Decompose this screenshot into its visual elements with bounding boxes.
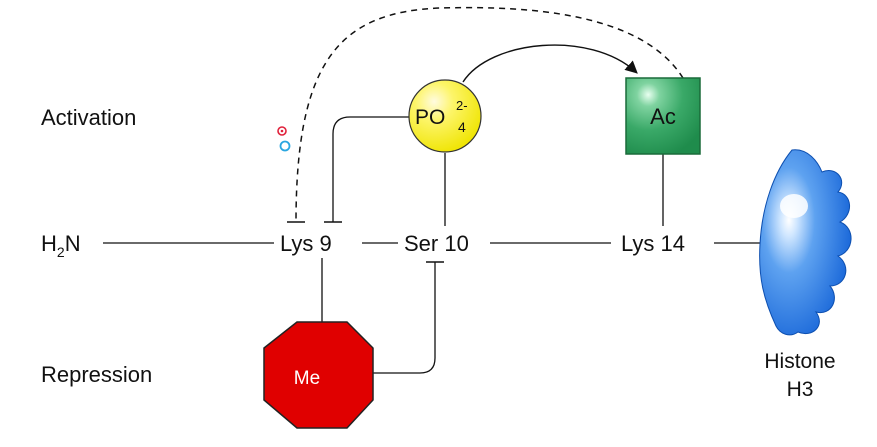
- phosphate-label: PO: [415, 106, 445, 129]
- acetyl-node: Ac: [625, 77, 701, 155]
- phosphate-charge: 2-: [456, 98, 468, 113]
- phosphate-subscript: 4: [458, 119, 466, 135]
- ser10-label: Ser 10: [404, 231, 469, 256]
- histone-label-line1: Histone: [764, 350, 835, 373]
- repression-label: Repression: [41, 362, 152, 387]
- methyl-inhibits-ser10: [372, 262, 436, 374]
- histone-label-line2: H3: [787, 378, 814, 401]
- dashed-inhibition-arc: [295, 6, 684, 223]
- acetyl-label: Ac: [650, 104, 676, 129]
- methyl-node: Me: [263, 321, 374, 429]
- lys14-label: Lys 14: [621, 231, 685, 256]
- phosphate-node: PO 2- 4: [408, 79, 482, 153]
- histone-shape: [759, 149, 852, 336]
- lys9-label: Lys 9: [280, 231, 332, 256]
- phospho-inhibits-lys9: [332, 116, 410, 222]
- n-terminus-label: H2N: [41, 231, 81, 260]
- activation-label: Activation: [41, 105, 136, 130]
- cursor-marker-icon: [277, 126, 291, 152]
- methyl-label: Me: [294, 368, 320, 389]
- phospho-to-acetyl-arrow: [462, 44, 638, 83]
